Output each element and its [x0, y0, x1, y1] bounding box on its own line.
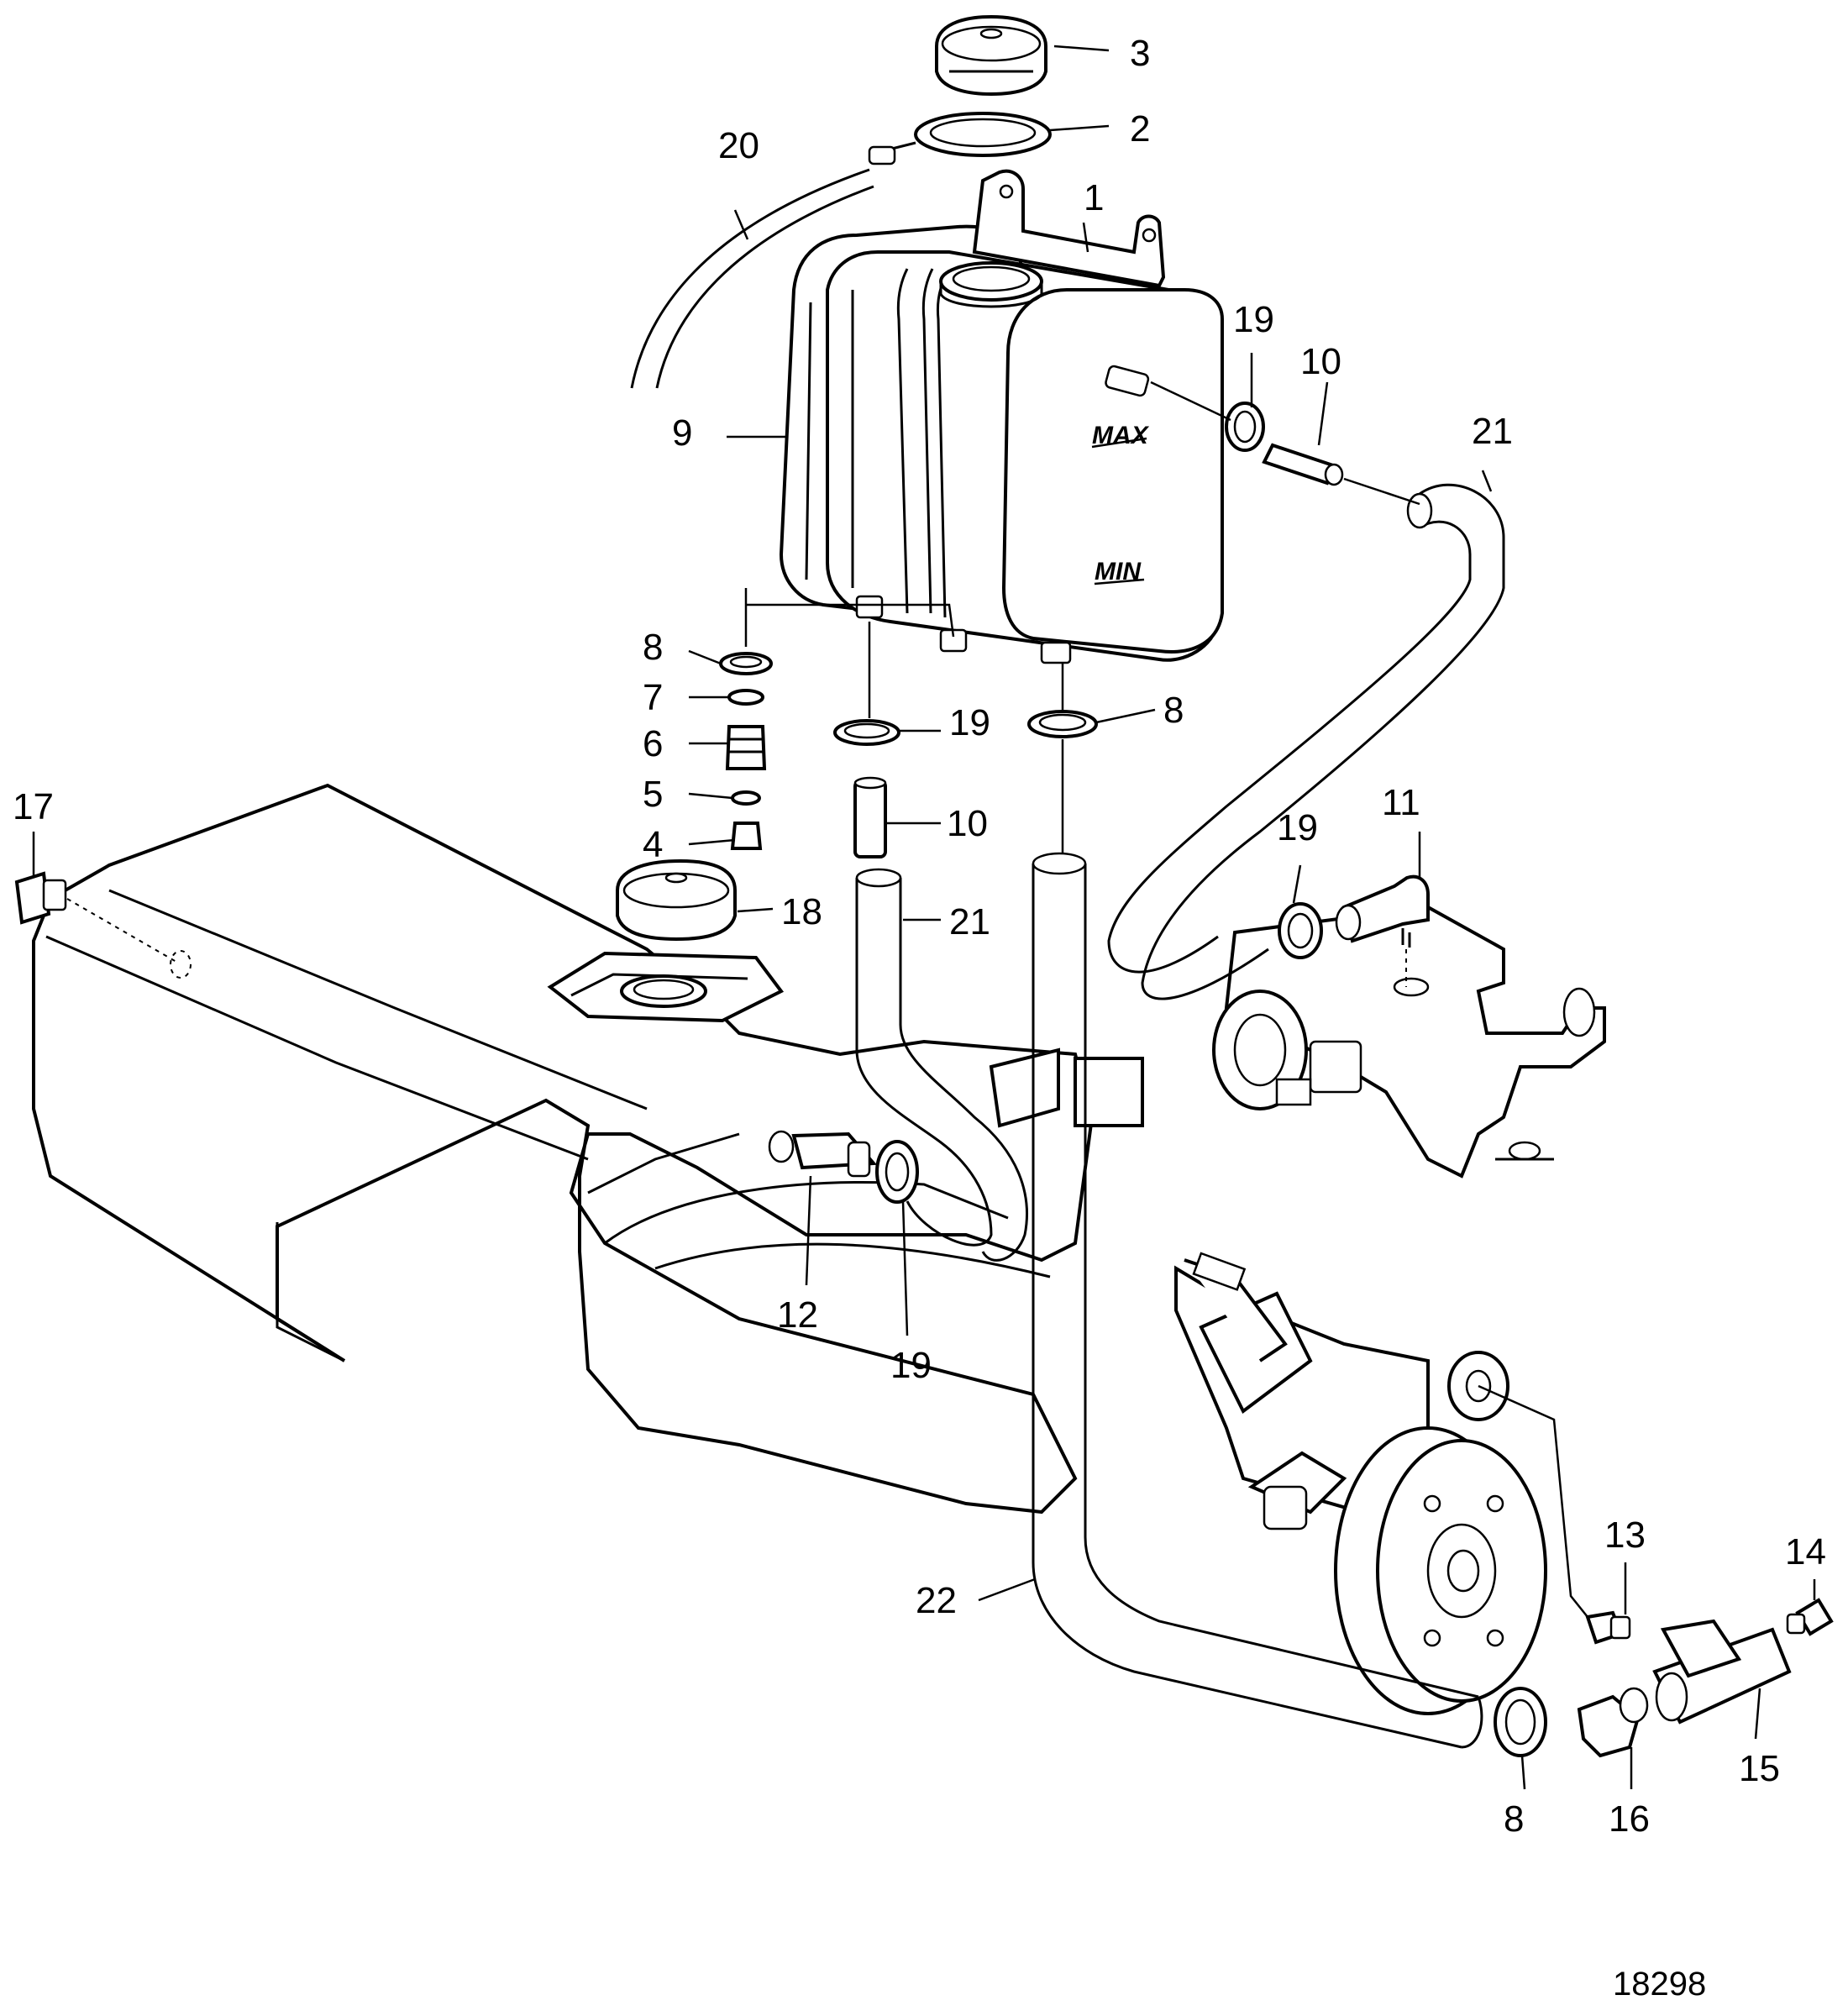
- callout-19-upper: 19: [1233, 299, 1274, 340]
- clamp-19-upper-right: [1225, 402, 1265, 452]
- callout-19-center: 19: [949, 702, 990, 743]
- clamp-19-thermostat: [1278, 902, 1323, 959]
- figure-number: 18298: [1613, 1966, 1706, 2003]
- thermostat-housing: [1212, 905, 1606, 1179]
- callout-8-upper: 8: [643, 627, 663, 668]
- callout-1: 1: [1084, 177, 1104, 218]
- callout-4: 4: [643, 824, 663, 865]
- connector-10-center: [853, 776, 887, 858]
- callout-18: 18: [781, 891, 822, 932]
- clamp-8-center: [1027, 710, 1098, 738]
- callout-7: 7: [643, 677, 663, 718]
- callout-10-center: 10: [947, 803, 988, 844]
- callout-20: 20: [718, 125, 759, 166]
- clamp-8-lower: [1494, 1687, 1547, 1757]
- drain-tap-assembly: [719, 588, 955, 850]
- callout-17: 17: [13, 786, 54, 827]
- expansion-tank: MAX MIN: [779, 169, 1224, 664]
- callout-22: 22: [916, 1580, 957, 1621]
- hose-21-lower: [855, 868, 1028, 1262]
- elbow-11: [1335, 874, 1430, 948]
- callout-labels: 3 2 20 1 19 10 21 9 8 7 6 5 4 19 8 10 17…: [13, 33, 1826, 1840]
- callout-5: 5: [643, 774, 663, 815]
- clamp-19-center: [833, 719, 900, 746]
- callout-12: 12: [777, 1294, 818, 1336]
- callout-19-lower: 19: [890, 1345, 932, 1386]
- elbow-16: [1577, 1687, 1649, 1758]
- callout-11: 11: [1382, 782, 1420, 823]
- callout-8-lower: 8: [1504, 1798, 1524, 1840]
- clamp-19-lower-left: [875, 1140, 919, 1204]
- hose-22: [1032, 852, 1483, 1749]
- callout-19-thermostat: 19: [1277, 807, 1318, 848]
- callout-16: 16: [1609, 1798, 1650, 1840]
- water-pump: [1174, 1252, 1547, 1715]
- callout-8-center: 8: [1163, 690, 1184, 731]
- leader-lines: [32, 45, 1816, 1790]
- union-13: [1585, 1610, 1631, 1645]
- nipple-12: [768, 1130, 878, 1178]
- plug-17: [14, 871, 192, 979]
- callout-14: 14: [1785, 1531, 1826, 1572]
- callout-21-lower: 21: [949, 901, 990, 942]
- filler-cap-18: [616, 858, 737, 1008]
- callout-9: 9: [672, 412, 692, 454]
- connector-10-upper: [1262, 443, 1344, 486]
- engine-block: [32, 783, 1144, 1515]
- filler-cap-3: [935, 14, 1047, 97]
- plug-14: [1786, 1598, 1834, 1636]
- hose-20: [630, 168, 870, 389]
- callout-13: 13: [1604, 1515, 1646, 1556]
- callout-21-upper: 21: [1472, 411, 1513, 452]
- seal-ring-2: [868, 112, 1052, 165]
- callout-15: 15: [1739, 1748, 1780, 1789]
- callout-2: 2: [1130, 108, 1150, 150]
- callout-6: 6: [643, 723, 663, 764]
- callout-3: 3: [1130, 33, 1150, 74]
- pipe-15: [1652, 1619, 1792, 1725]
- callout-10-upper: 10: [1300, 341, 1341, 382]
